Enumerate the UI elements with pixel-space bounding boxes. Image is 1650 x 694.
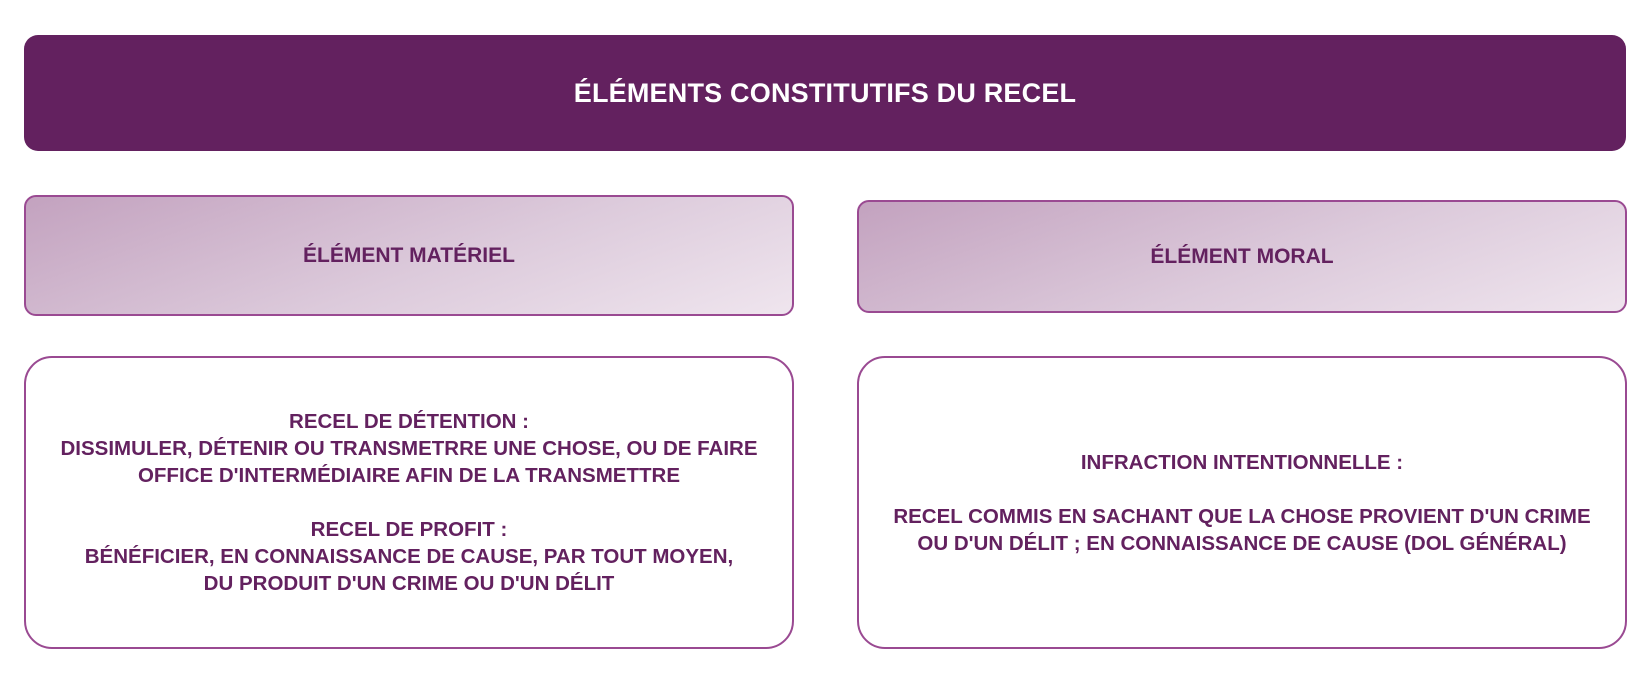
diagram-title-bar: ÉLÉMENTS CONSTITUTIFS DU RECEL <box>24 35 1626 151</box>
profit-line-2: DU PRODUIT D'UN CRIME OU D'UN DÉLIT <box>203 572 615 595</box>
diagram-title: ÉLÉMENTS CONSTITUTIFS DU RECEL <box>573 77 1077 108</box>
detention-line-2: OFFICE D'INTERMÉDIAIRE AFIN DE LA TRANSM… <box>137 464 681 487</box>
detention-line-1: DISSIMULER, DÉTENIR OU TRANSMETRRE UNE C… <box>60 437 758 460</box>
profit-label: RECEL DE PROFIT : <box>310 518 508 541</box>
intentional-offense-line-1: RECEL COMMIS EN SACHANT QUE LA CHOSE PRO… <box>893 504 1591 528</box>
detention-label: RECEL DE DÉTENTION : <box>289 410 529 433</box>
intentional-offense-line-2: OU D'UN DÉLIT ; EN CONNAISSANCE DE CAUSE… <box>917 531 1567 555</box>
profit-line-1: BÉNÉFICIER, EN CONNAISSANCE DE CAUSE, PA… <box>84 545 734 568</box>
moral-element-heading: ÉLÉMENT MORAL <box>1150 244 1334 268</box>
material-element-heading: ÉLÉMENT MATÉRIEL <box>303 243 515 267</box>
moral-element-header: ÉLÉMENT MORAL <box>857 200 1627 313</box>
material-element-header: ÉLÉMENT MATÉRIEL <box>24 195 794 316</box>
material-element-content: RECEL DE DÉTENTION : DISSIMULER, DÉTENIR… <box>24 356 794 649</box>
intentional-offense-label: INFRACTION INTENTIONNELLE : <box>1080 450 1404 474</box>
moral-element-content: INFRACTION INTENTIONNELLE : RECEL COMMIS… <box>857 356 1627 649</box>
